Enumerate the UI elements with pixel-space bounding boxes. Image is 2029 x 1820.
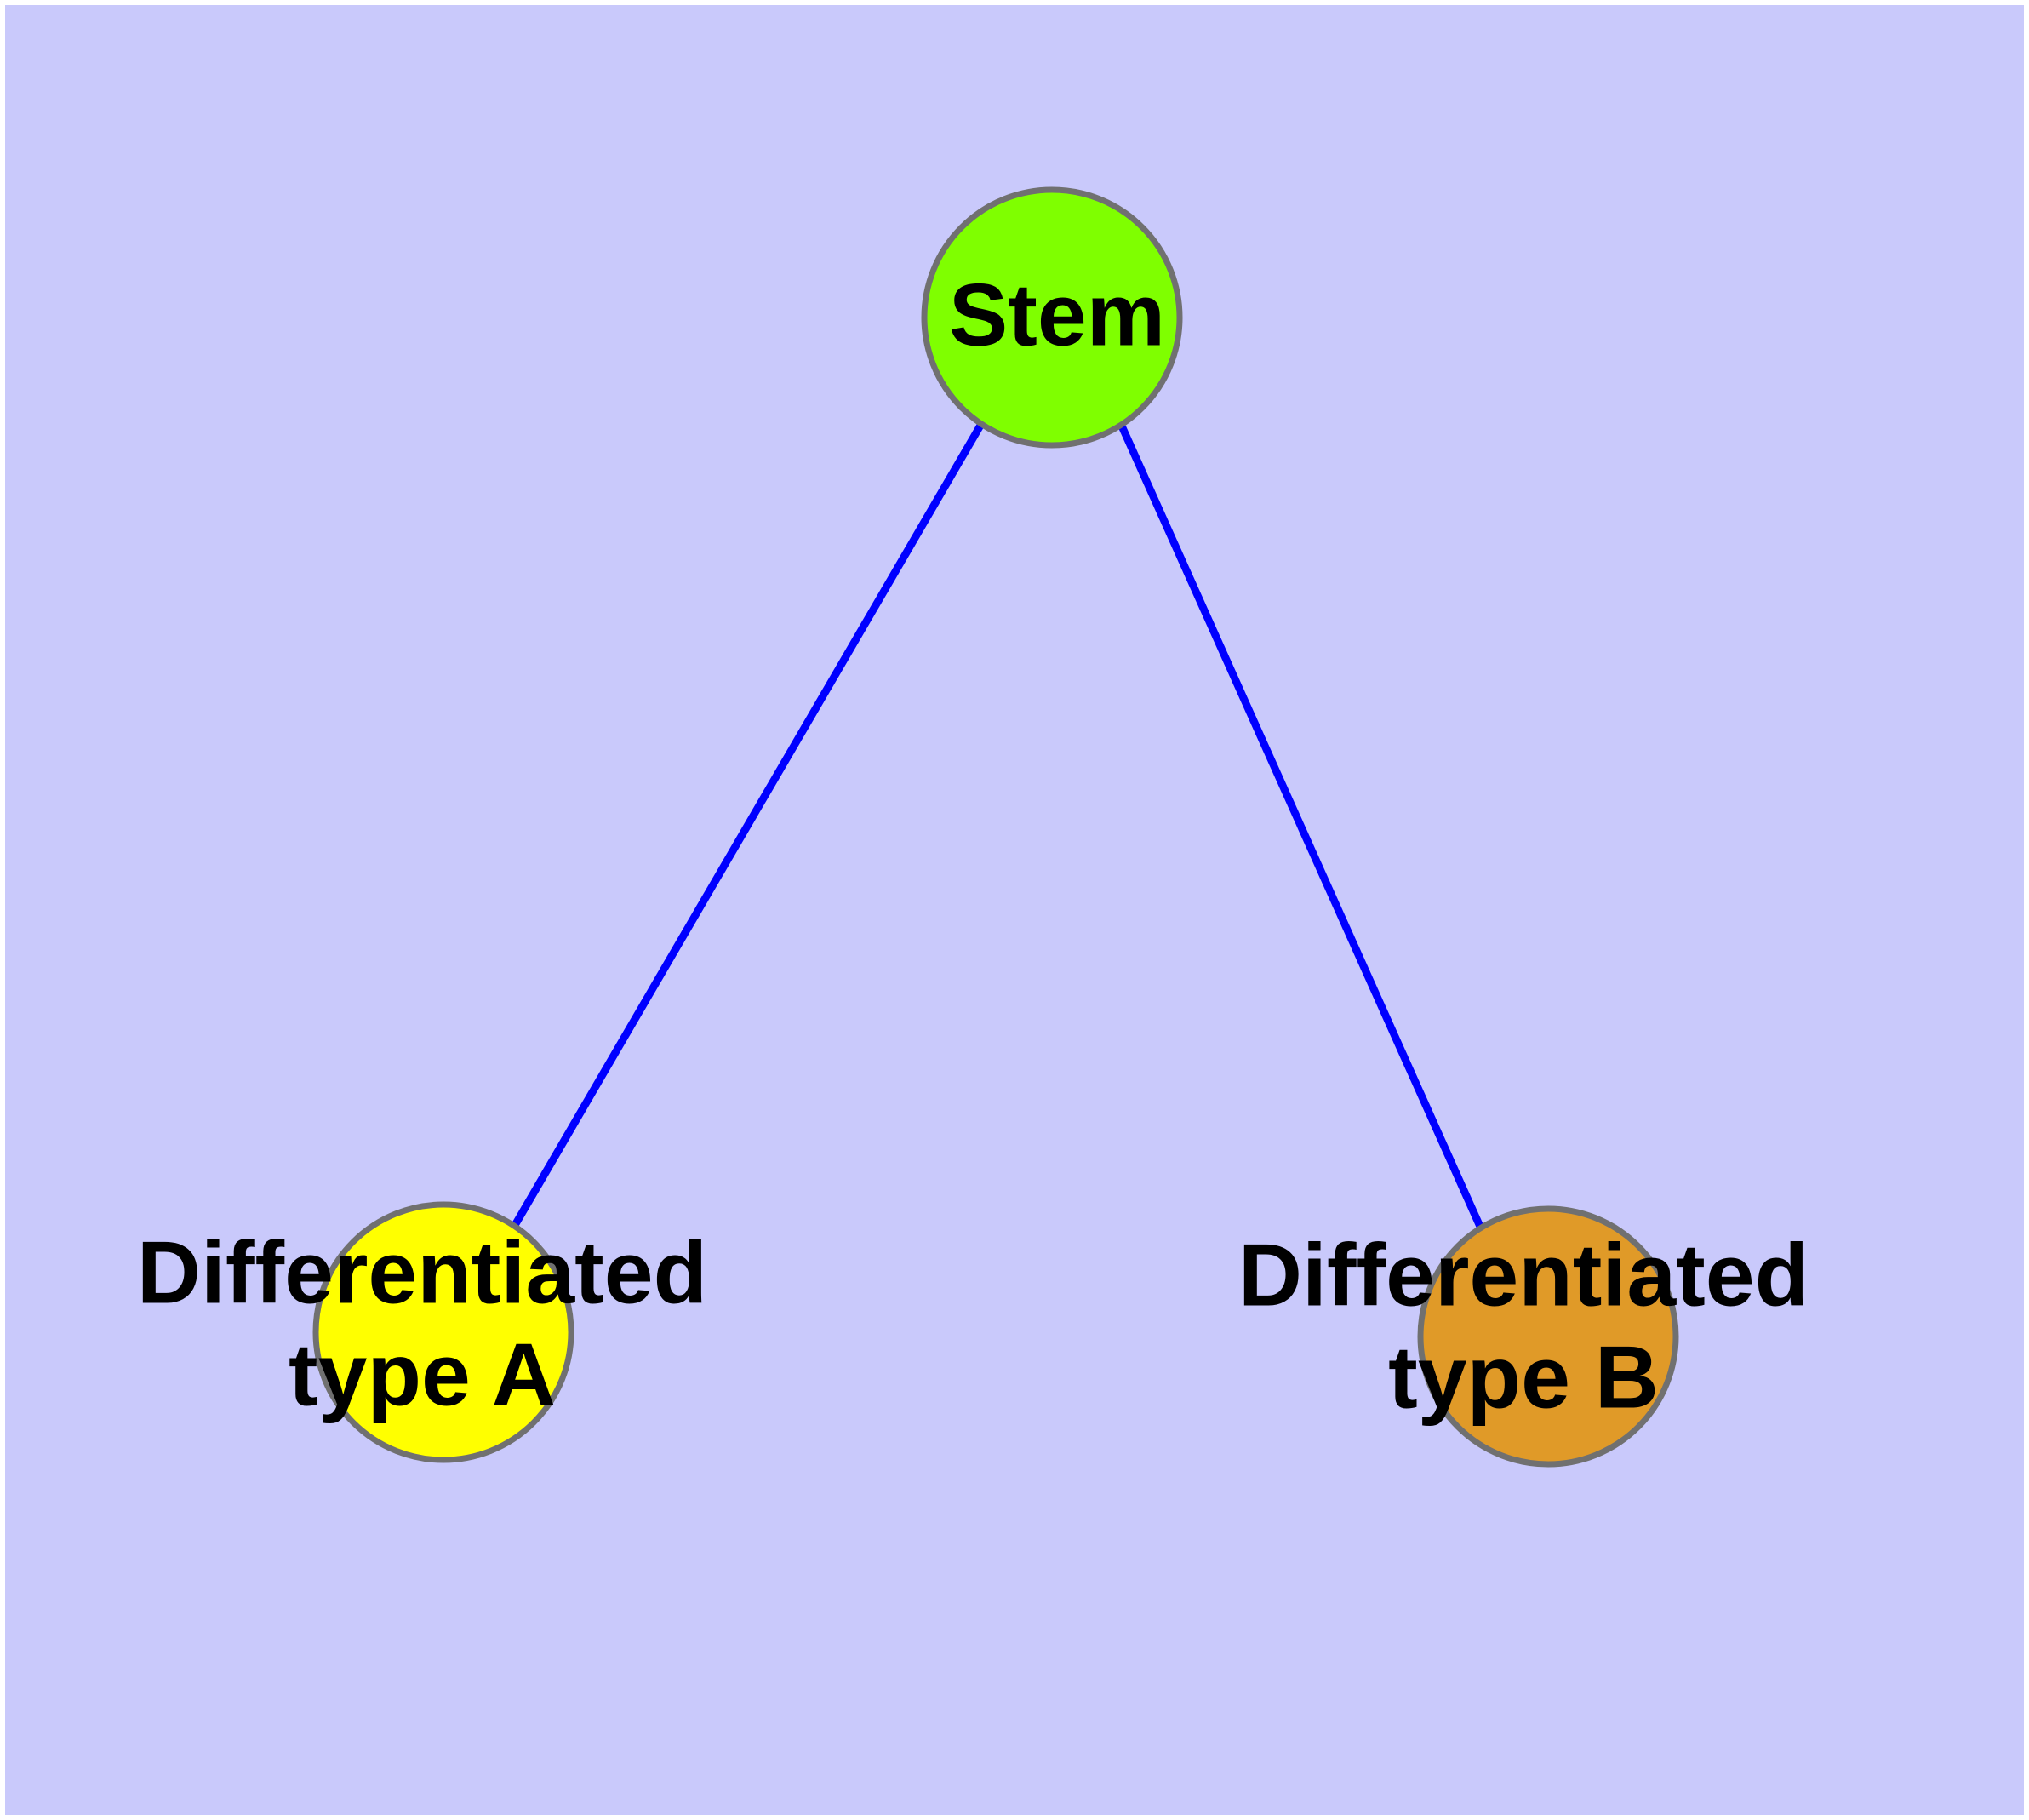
node-differentiated-type-b-circle[interactable] xyxy=(1417,1205,1679,1468)
edge-stem-to-differentiated-type-b[interactable] xyxy=(1116,421,1485,1230)
node-differentiated-type-a-label-line2: type A xyxy=(289,1325,556,1424)
node-stem[interactable] xyxy=(921,186,1183,449)
node-stem-circle[interactable] xyxy=(921,186,1183,449)
node-differentiated-type-a-label-line1: Differentiated xyxy=(137,1223,707,1322)
edges-group xyxy=(511,421,1485,1230)
labels-group: Stem Differentiated type A Differentiate… xyxy=(137,266,1809,1427)
node-differentiated-type-a-circle[interactable] xyxy=(312,1201,574,1463)
node-differentiated-type-b-label-line1: Differentiated xyxy=(1238,1226,1809,1325)
edge-stem-to-differentiated-type-a[interactable] xyxy=(511,421,985,1229)
node-differentiated-type-b-label-line2: type B xyxy=(1388,1328,1659,1427)
node-differentiated-type-b[interactable] xyxy=(1417,1205,1679,1468)
node-differentiated-type-a[interactable] xyxy=(312,1201,574,1463)
node-stem-label: Stem xyxy=(949,266,1165,364)
nodes-group xyxy=(312,186,1679,1468)
